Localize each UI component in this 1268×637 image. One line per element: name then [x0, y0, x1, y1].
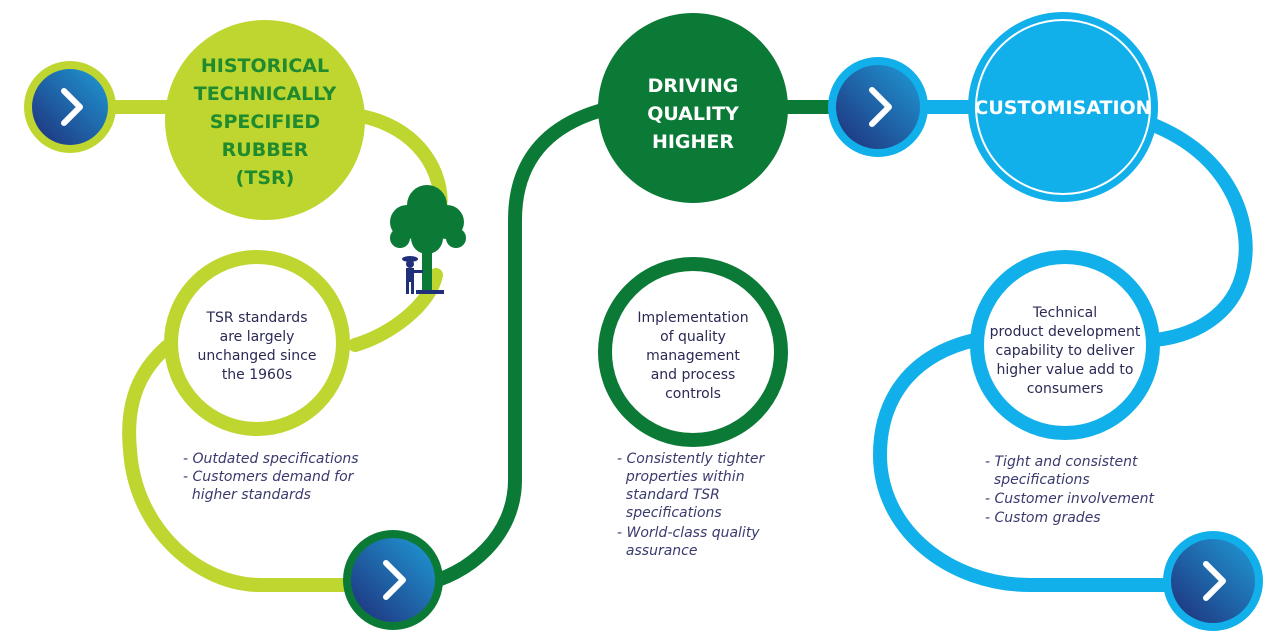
start-arrow-badge — [24, 61, 116, 153]
stage-3-desc: Technical product development capability… — [990, 305, 1141, 397]
chevron-right-icon — [1203, 561, 1226, 601]
stage-2-to-3-arrow-badge — [828, 57, 928, 157]
svg-text:DRIVING: DRIVING — [648, 75, 739, 97]
svg-text:TSR standards: TSR standards — [205, 310, 307, 326]
svg-text:- Consistently tighter: - Consistently tighter — [617, 451, 766, 467]
svg-text:- Custom grades: - Custom grades — [985, 510, 1101, 526]
svg-text:controls: controls — [665, 386, 721, 402]
stage-2-desc-circle — [598, 257, 788, 447]
rubber-tapper-icon — [402, 256, 423, 294]
chevron-right-icon — [61, 88, 83, 126]
svg-text:product development: product development — [990, 324, 1141, 340]
chevron-right-icon — [383, 560, 406, 600]
stage-1-desc-circle — [164, 250, 350, 436]
svg-text:management: management — [646, 348, 740, 364]
svg-text:SPECIFIED: SPECIFIED — [210, 111, 320, 133]
stage-1-to-2-arrow-badge — [343, 530, 443, 630]
stage-3-title: CUSTOMISATION — [974, 97, 1151, 119]
stage-2-desc: Implementation of quality management and… — [637, 310, 748, 402]
svg-text:unchanged since: unchanged since — [198, 348, 317, 364]
svg-text:Implementation: Implementation — [637, 310, 748, 326]
stage-1-title: HISTORICAL TECHNICALLY SPECIFIED RUBBER … — [194, 55, 337, 189]
svg-text:QUALITY: QUALITY — [647, 103, 739, 125]
svg-text:the 1960s: the 1960s — [222, 367, 292, 383]
svg-text:- Customers demand for: - Customers demand for — [183, 469, 355, 485]
stage-3-title-circle — [968, 12, 1158, 202]
svg-text:standard TSR: standard TSR — [617, 487, 720, 503]
stage-2-title: DRIVING QUALITY HIGHER — [647, 75, 739, 153]
svg-text:- World-class quality: - World-class quality — [617, 525, 760, 541]
svg-text:higher value add to: higher value add to — [997, 362, 1134, 378]
svg-text:HIGHER: HIGHER — [652, 131, 734, 153]
svg-text:- Tight and consistent: - Tight and consistent — [985, 454, 1138, 470]
svg-text:Technical: Technical — [1032, 305, 1097, 321]
stage-2-title-circle — [598, 13, 788, 203]
svg-text:RUBBER: RUBBER — [222, 139, 309, 161]
chevron-right-icon — [869, 87, 892, 127]
svg-text:assurance: assurance — [617, 543, 697, 559]
svg-text:of quality: of quality — [660, 329, 726, 345]
stage-3-title-ring — [975, 19, 1151, 195]
stage-1-title-circle — [165, 20, 365, 220]
svg-text:properties within: properties within — [617, 469, 745, 485]
end-arrow-badge — [1163, 531, 1263, 631]
tree-icon — [390, 185, 466, 294]
stage-2-notes: - Consistently tighter properties within… — [617, 451, 766, 559]
svg-text:- Outdated specifications: - Outdated specifications — [183, 451, 359, 467]
svg-text:- Customer involvement: - Customer involvement — [985, 491, 1154, 507]
svg-text:consumers: consumers — [1027, 381, 1104, 397]
stage-1-notes: - Outdated specifications - Customers de… — [183, 451, 359, 503]
svg-text:(TSR): (TSR) — [236, 167, 295, 189]
svg-text:specifications: specifications — [617, 505, 722, 521]
svg-text:TECHNICALLY: TECHNICALLY — [194, 83, 337, 105]
svg-text:are largely: are largely — [220, 329, 295, 345]
stage-3-desc-circle — [970, 250, 1160, 440]
stage-1-desc: TSR standards are largely unchanged sinc… — [198, 310, 317, 383]
svg-text:capability to deliver: capability to deliver — [996, 343, 1135, 359]
svg-text:specifications: specifications — [985, 472, 1090, 488]
stage-3-notes: - Tight and consistent specifications - … — [985, 454, 1154, 526]
svg-text:HISTORICAL: HISTORICAL — [201, 55, 329, 77]
svg-text:and process: and process — [651, 367, 736, 383]
svg-text:higher standards: higher standards — [183, 487, 311, 503]
